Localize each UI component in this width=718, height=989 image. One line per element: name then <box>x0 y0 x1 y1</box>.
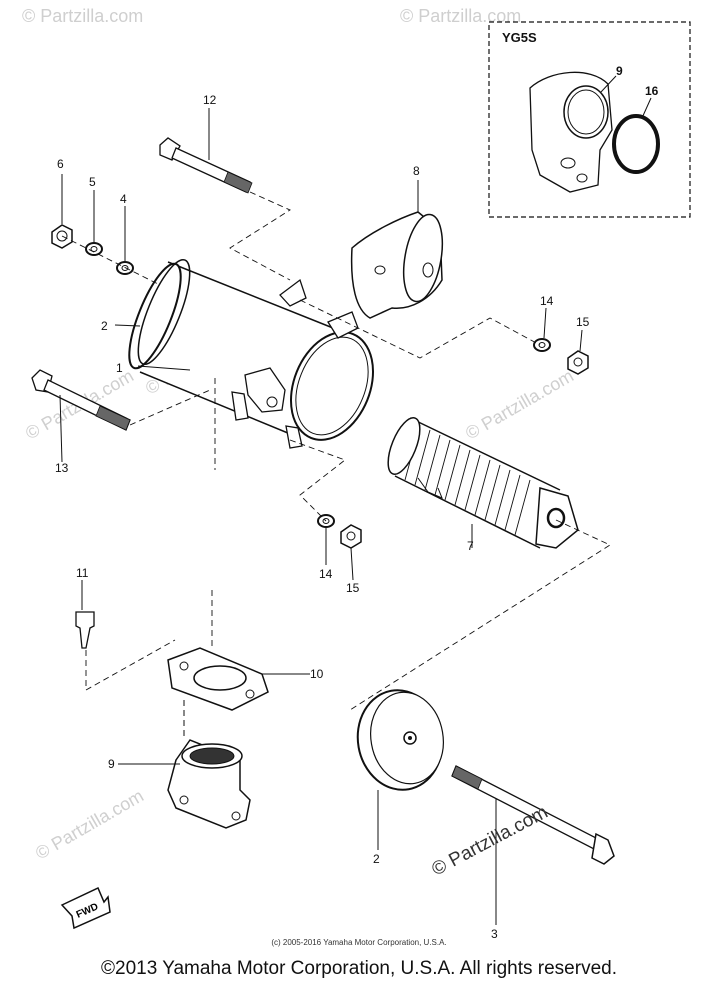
watermark: © Partzilla.com <box>400 6 521 26</box>
assembly-lines <box>61 191 611 711</box>
callout-5: 5 <box>89 175 96 189</box>
bolt-13 <box>31 369 131 463</box>
callout-2-muffler: 2 <box>101 319 108 333</box>
callout-8: 8 <box>413 164 420 178</box>
callout-6: 6 <box>57 157 64 171</box>
nut-15-upper <box>567 329 589 375</box>
washer-14-upper <box>533 307 551 352</box>
bolt-3 <box>451 765 615 925</box>
washer-14-lower <box>317 514 335 565</box>
exhaust-manifold-9 <box>118 700 251 829</box>
callout-4: 4 <box>120 192 127 206</box>
washer-5 <box>85 190 103 256</box>
copyright-notice: ©2013 Yamaha Motor Corporation, U.S.A. A… <box>101 958 617 979</box>
forward-arrow-icon: FWD <box>60 886 111 930</box>
inset-title: YG5S <box>502 30 537 45</box>
callout-10: 10 <box>310 667 324 681</box>
callout-9: 9 <box>108 757 115 771</box>
inset-label-9: 9 <box>616 64 623 78</box>
callout-2-endcap: 2 <box>373 852 380 866</box>
nut-6 <box>51 174 73 249</box>
exhaust-pipe-8 <box>350 180 444 319</box>
callout-11: 11 <box>76 566 89 580</box>
washer-4 <box>116 206 134 275</box>
callout-14-lower: 14 <box>319 567 333 581</box>
callout-13: 13 <box>55 461 69 475</box>
callout-15-lower: 15 <box>346 581 360 595</box>
screw-11 <box>75 580 95 649</box>
callout-14-upper: 14 <box>540 294 554 308</box>
callout-3: 3 <box>491 927 498 941</box>
callout-12: 12 <box>203 93 217 107</box>
watermark: © Partzilla.com <box>462 365 577 443</box>
inset-label-16: 16 <box>645 84 659 98</box>
inset-yg5s: YG5S 9 16 <box>488 21 691 218</box>
nut-15-lower <box>340 524 362 581</box>
bolt-12 <box>159 108 253 194</box>
callout-7: 7 <box>467 539 474 553</box>
watermark: © Partzilla.com <box>32 785 147 863</box>
callout-1: 1 <box>116 361 123 375</box>
diagram-copyright-small: (c) 2005-2016 Yamaha Motor Corporation, … <box>271 938 447 947</box>
muffler-body <box>128 258 375 449</box>
callout-15-upper: 15 <box>576 315 590 329</box>
gasket-10 <box>167 647 310 711</box>
watermark: © Partzilla.com <box>22 6 143 26</box>
watermark-dark: © Partzilla.com <box>428 802 551 881</box>
end-cap-2 <box>356 689 444 850</box>
silencer-core-7 <box>387 417 579 549</box>
